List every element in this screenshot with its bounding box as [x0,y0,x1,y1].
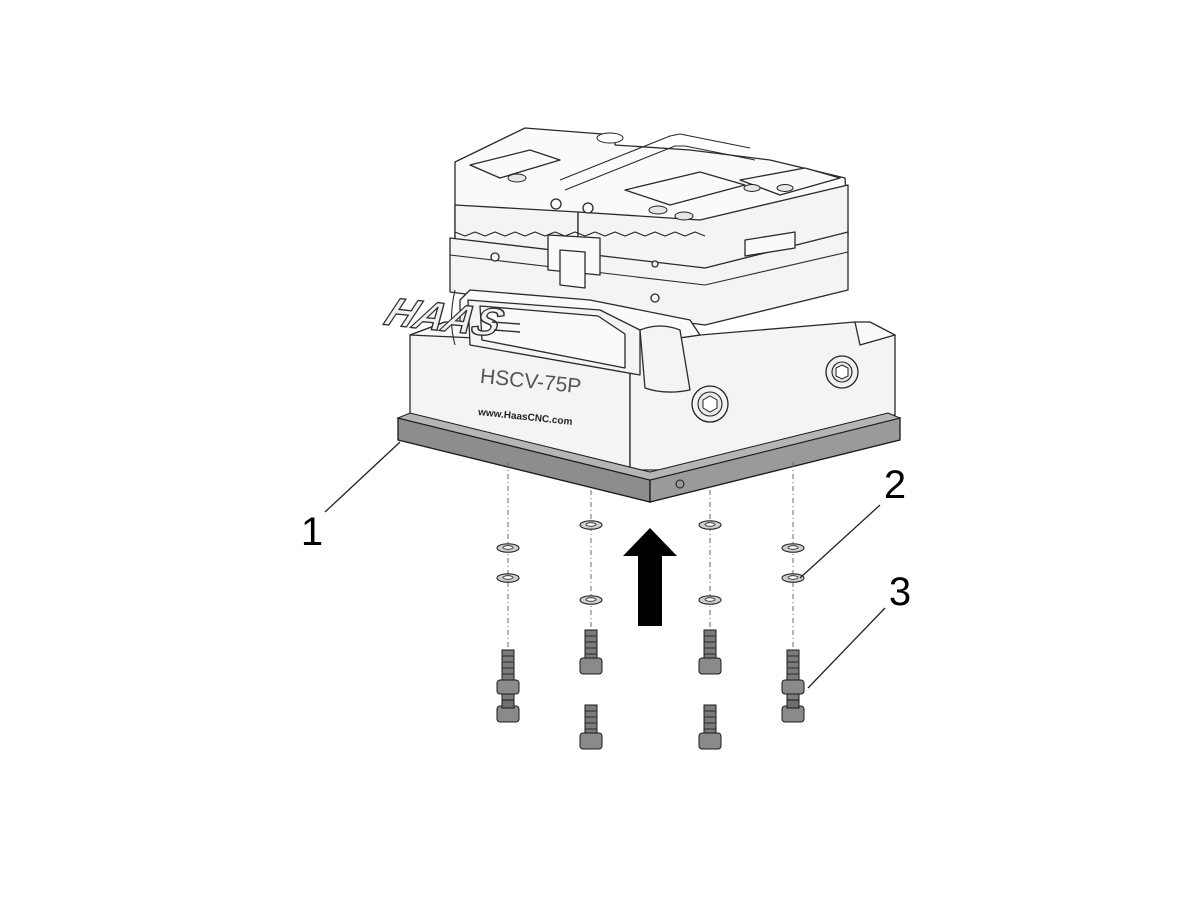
washer [781,543,805,553]
socket-head-cap-screw [781,649,805,723]
washer [579,595,603,605]
fastener-centerlines [507,462,794,660]
side-bolt-icon [825,355,859,389]
callout-number: 2 [884,463,906,507]
callout-2: 2 [799,463,906,579]
callout-3: 3 [807,570,911,689]
washer [496,573,520,583]
spacer-plate [396,412,902,503]
screws [496,629,805,750]
callout-number: 3 [889,570,911,614]
socket-head-cap-screw [496,649,520,723]
up-arrow-icon [623,528,677,626]
jaw-serration [559,133,751,181]
callout-number: 1 [301,510,323,554]
washer [579,520,603,530]
socket-head-cap-screw [698,629,722,675]
socket-head-cap-screw [579,704,603,750]
callout-1: 1 [301,441,401,554]
vise-body: HAAS HSCV-75P www.HaasCNC.com [378,127,896,471]
jaw-tooth-edge [454,231,706,237]
side-bolt-icon [691,385,729,423]
washer [698,520,722,530]
washer [698,595,722,605]
socket-head-cap-screw [579,629,603,675]
socket-head-cap-screw [698,704,722,750]
washer [496,543,520,553]
